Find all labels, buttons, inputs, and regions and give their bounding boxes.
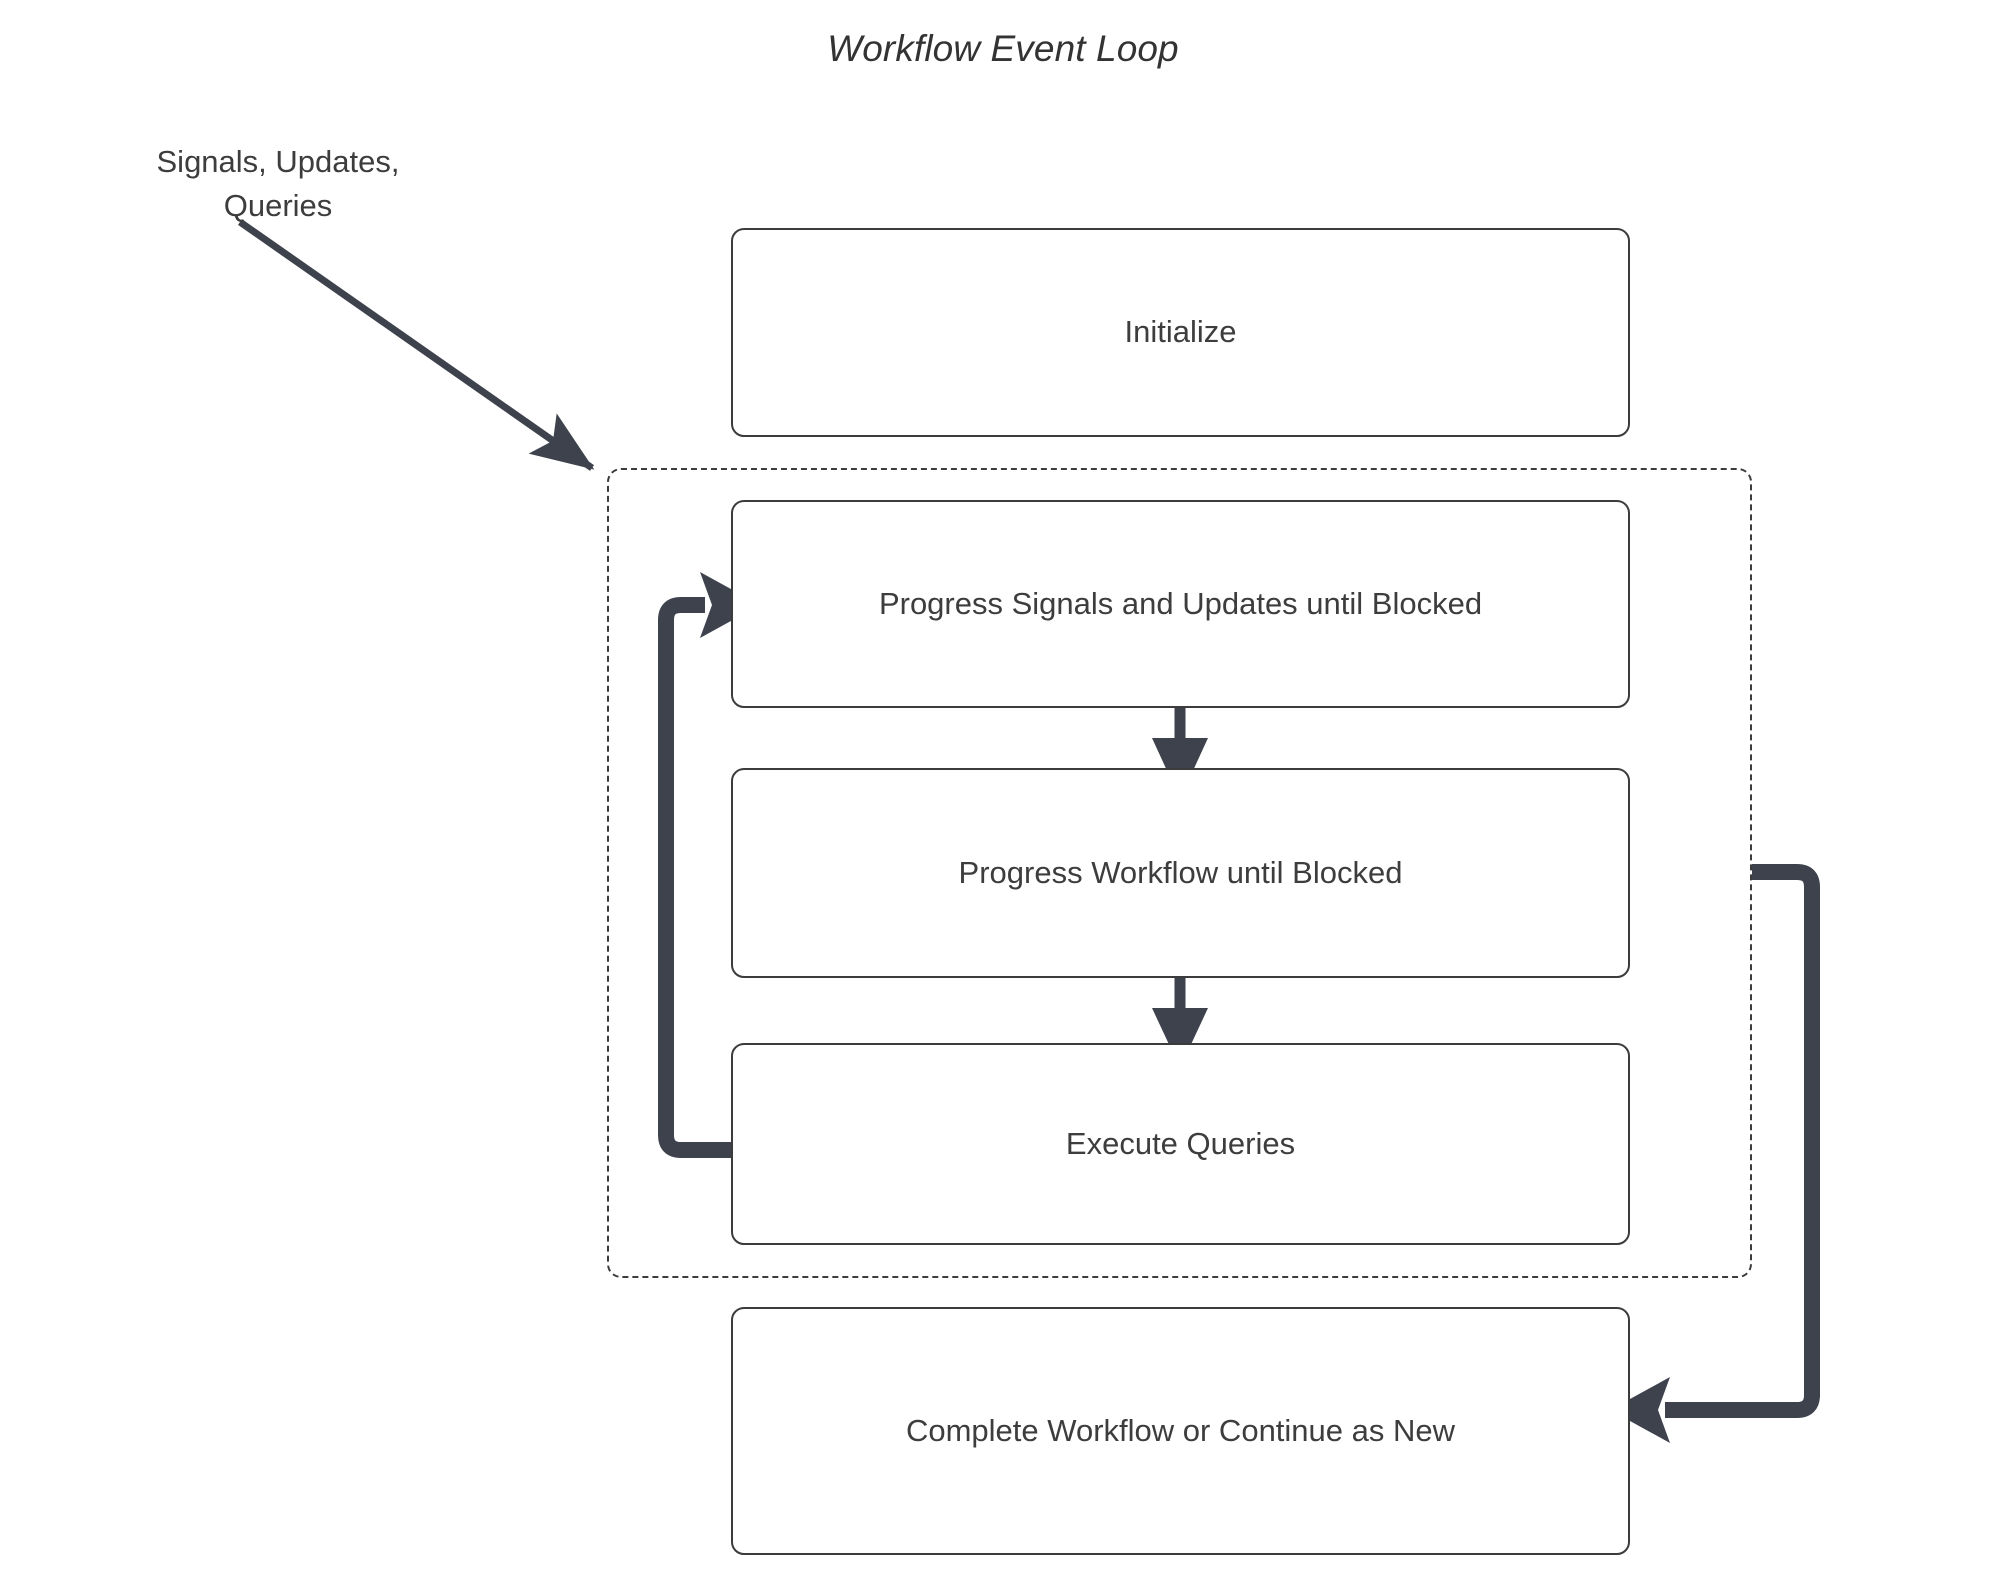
node-progress-signals-updates[interactable]: Progress Signals and Updates until Block…	[731, 500, 1630, 708]
node-complete-workflow[interactable]: Complete Workflow or Continue as New	[731, 1307, 1630, 1555]
node-progress-signals-updates-label: Progress Signals and Updates until Block…	[878, 585, 1483, 621]
edge-loop-exit-to-complete	[1610, 864, 1820, 1443]
node-initialize[interactable]: Initialize	[731, 228, 1630, 437]
node-progress-workflow[interactable]: Progress Workflow until Blocked	[731, 768, 1630, 978]
node-progress-workflow-label: Progress Workflow until Blocked	[958, 854, 1403, 890]
edge-execute-queries-loopback	[658, 572, 760, 1158]
node-execute-queries-label: Execute Queries	[1065, 1125, 1296, 1161]
node-execute-queries[interactable]: Execute Queries	[731, 1043, 1630, 1245]
edge-external-input-to-loop	[237, 219, 595, 471]
edge-progress-workflow-to-execute-queries	[1152, 978, 1208, 1068]
node-complete-workflow-label: Complete Workflow or Continue as New	[905, 1412, 1456, 1448]
node-initialize-label: Initialize	[1124, 314, 1237, 350]
